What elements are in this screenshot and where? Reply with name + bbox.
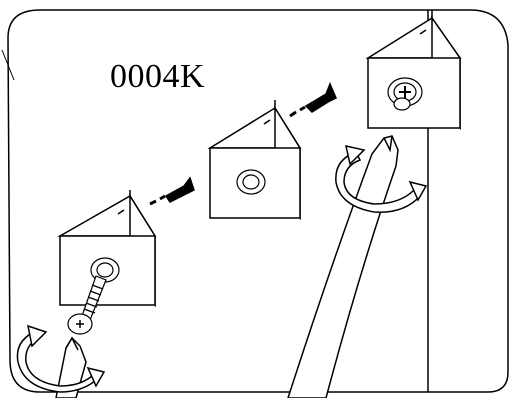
rotation-arrow-right xyxy=(335,145,428,213)
bracket-middle xyxy=(207,100,302,221)
bracket-middle-hole xyxy=(236,169,266,195)
screw-left xyxy=(67,275,107,335)
direction-arrow-1 xyxy=(149,176,195,206)
bracket-right xyxy=(365,10,462,131)
direction-arrow-2 xyxy=(289,82,337,118)
bracket-left xyxy=(57,190,157,308)
part-code-label: 0004K xyxy=(110,58,206,95)
screw-right xyxy=(387,77,423,111)
rotation-arrow-left xyxy=(16,324,106,393)
